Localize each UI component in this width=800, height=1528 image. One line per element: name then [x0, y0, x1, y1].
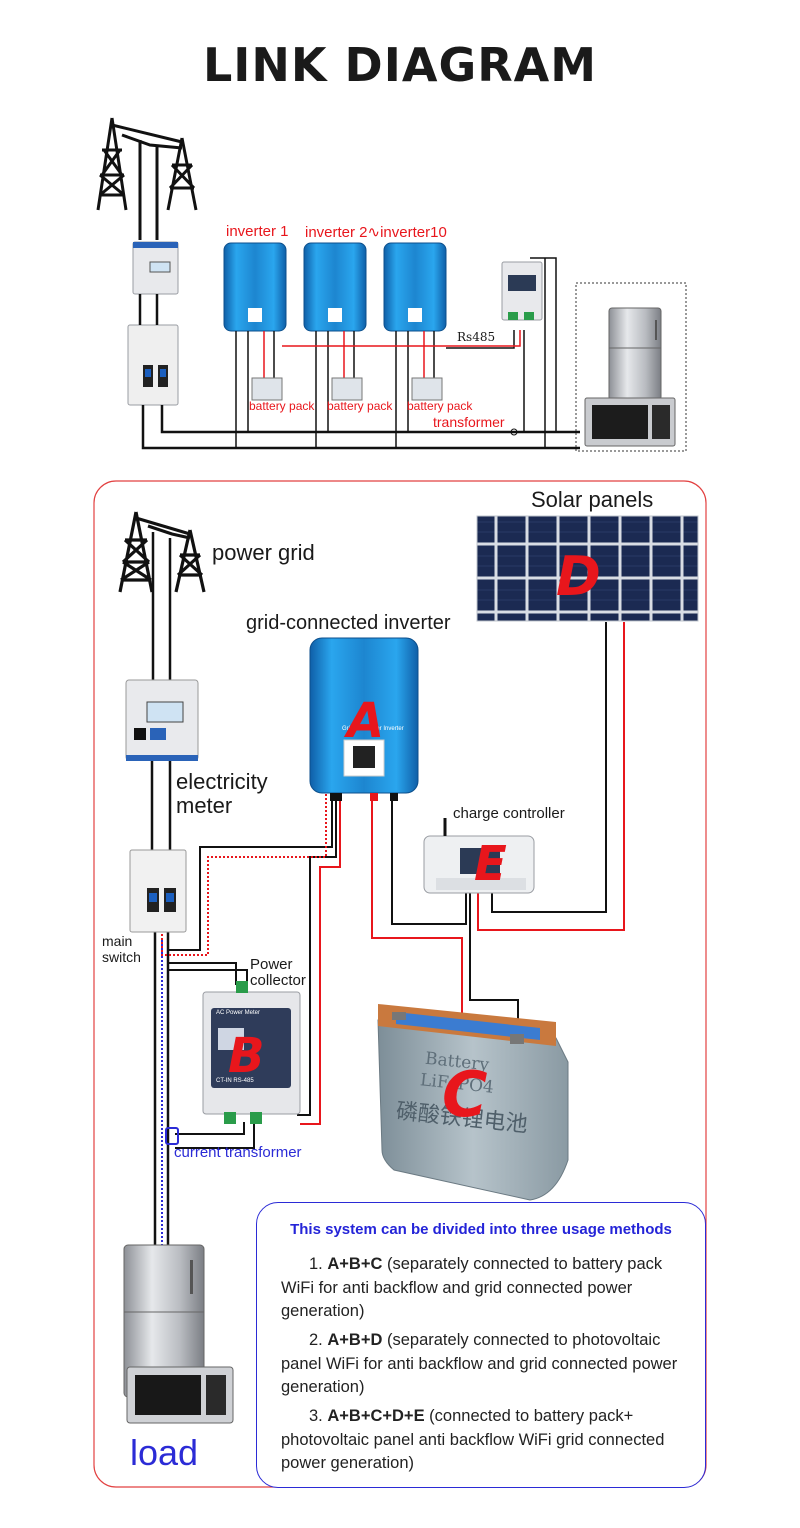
method-3-number: 3.: [309, 1407, 323, 1425]
power-collector-line1: Power: [250, 956, 293, 973]
main-wiring: [150, 532, 625, 1245]
meter-ports-text: CT-IN RS-485: [216, 1078, 254, 1084]
refrigerator-icon: [608, 307, 662, 401]
microwave-icon: [584, 397, 676, 447]
usage-methods-heading: This system can be divided into three us…: [290, 1221, 672, 1238]
power-collector-line2: collector: [250, 972, 306, 989]
meter-label: electricity meter: [176, 770, 268, 818]
lifepo4-battery: [377, 1004, 569, 1201]
solar-panel: [476, 515, 699, 622]
power-tower-icon: [96, 117, 198, 240]
main-switch-line2: switch: [102, 949, 141, 965]
inverter-label: grid-connected inverter: [246, 612, 451, 634]
letter-d: D: [556, 545, 601, 608]
battery-pack-label-1: battery pack: [249, 399, 315, 413]
inverter-2-10-label: inverter 2∿inverter10: [305, 224, 447, 241]
method-3-text: (connected to battery pack+ photovoltaic…: [281, 1407, 665, 1472]
main-switch-breaker: [129, 849, 187, 933]
power-collector-meter: [202, 981, 301, 1124]
usage-method-1: 1. A+B+C (separately connected to batter…: [281, 1253, 693, 1324]
microwave-icon: [126, 1366, 234, 1424]
method-3-code: A+B+C+D+E: [327, 1407, 425, 1425]
battery-pack-label-2: battery pack: [327, 399, 393, 413]
page-title: LINK DIAGRAM: [202, 38, 598, 92]
method-2-code: A+B+D: [327, 1331, 383, 1349]
usage-method-2: 2. A+B+D (separately connected to photov…: [281, 1329, 693, 1400]
method-1-number: 1.: [309, 1255, 323, 1273]
current-transformer-label: current transformer: [174, 1144, 302, 1161]
solar-panels-label: Solar panels: [531, 487, 654, 512]
method-1-code: A+B+C: [327, 1255, 383, 1273]
grid-connected-inverter: [309, 637, 419, 801]
letter-e: E: [474, 836, 507, 892]
method-1-text: (separately connected to battery pack Wi…: [281, 1255, 663, 1320]
method-2-number: 2.: [309, 1331, 323, 1349]
load-label: load: [130, 1432, 199, 1473]
charge-controller: [423, 818, 535, 894]
inverter-1-label: inverter 1: [226, 223, 289, 240]
letter-c: C: [442, 1058, 488, 1131]
top-inverters: [223, 242, 447, 332]
letter-b: B: [228, 1028, 265, 1084]
meter-label-line1: electricity: [176, 769, 268, 794]
method-2-text: (separately connected to photovoltaic pa…: [281, 1331, 678, 1396]
inverter-face-text: Grid Tie Power Inverter: [342, 726, 404, 732]
electricity-meter: [125, 679, 199, 761]
usage-methods-panel: This system can be divided into three us…: [256, 1202, 706, 1488]
power-tower-icon: [118, 511, 206, 593]
power-grid-label: power grid: [212, 540, 315, 565]
rs485-label: Rs485: [457, 330, 496, 344]
letter-a: A: [347, 693, 385, 749]
top-diagram: [96, 117, 687, 452]
main-switch-line1: main: [102, 933, 133, 949]
usage-method-3: 3. A+B+C+D+E (connected to battery pack+…: [281, 1405, 693, 1476]
power-collector-label: Power collector: [250, 957, 306, 989]
main-switch-label: main switch: [102, 933, 141, 965]
charge-controller-label: charge controller: [453, 805, 565, 822]
battery-pack-label-3: battery pack: [407, 399, 473, 413]
meter-label-line2: meter: [176, 793, 233, 818]
transformer-label: transformer: [433, 414, 505, 430]
meter-face-text: AC Power Meter: [216, 1010, 261, 1016]
